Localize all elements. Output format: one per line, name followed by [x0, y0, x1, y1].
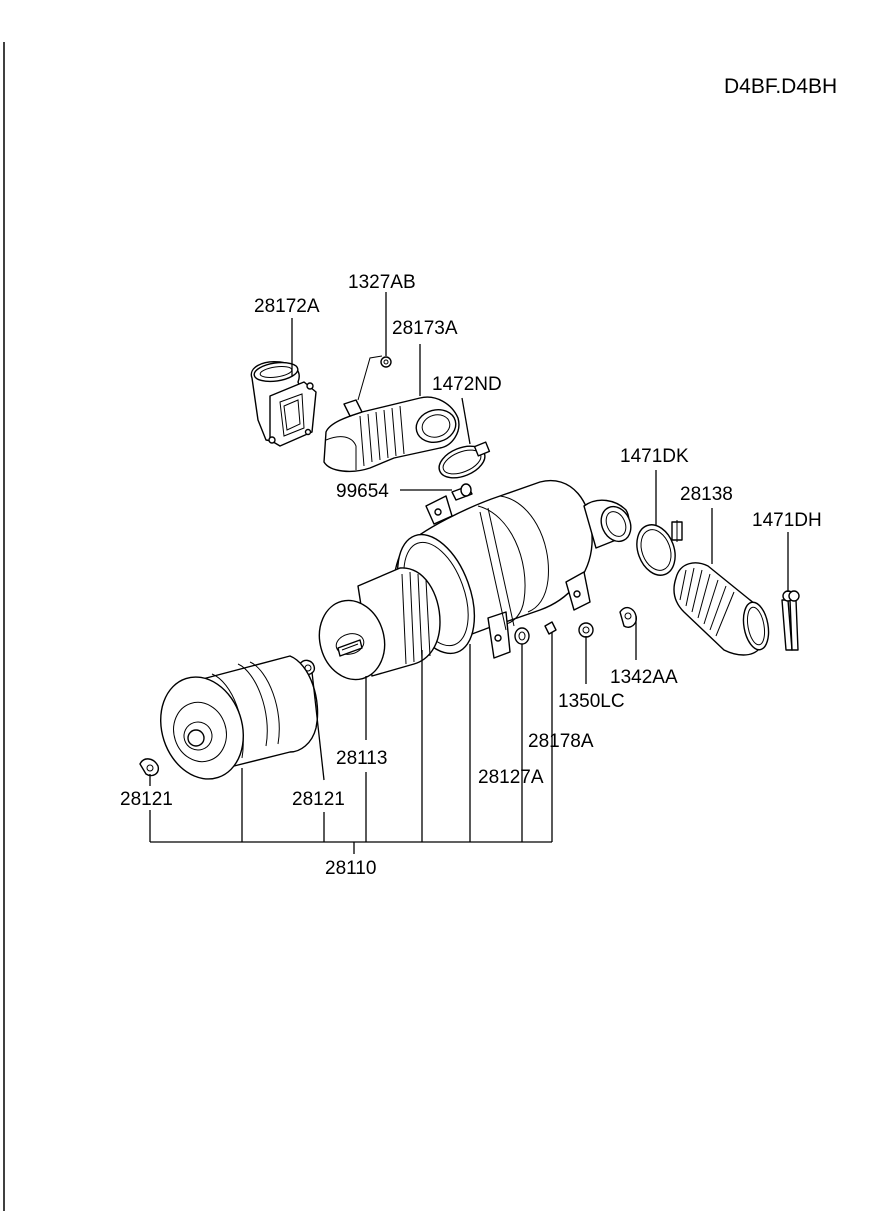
bolt-1327AB [380, 356, 392, 368]
label-28138[interactable]: 28138 [680, 484, 733, 505]
label-28121-mid[interactable]: 28121 [292, 789, 345, 810]
label-28178A[interactable]: 28178A [528, 731, 594, 752]
label-28127A[interactable]: 28127A [478, 767, 544, 788]
label-28121-left[interactable]: 28121 [120, 789, 173, 810]
label-28113[interactable]: 28113 [336, 748, 387, 769]
label-28110[interactable]: 28110 [325, 858, 376, 879]
leader-lines [149, 292, 789, 854]
label-1472ND[interactable]: 1472ND [432, 374, 502, 395]
hose-clamp-1472ND [438, 441, 491, 479]
intake-elbow-28172A [250, 361, 317, 447]
label-1342AA[interactable]: 1342AA [610, 667, 678, 688]
label-28172A[interactable]: 28172A [254, 296, 320, 317]
nut-1350LC [578, 622, 594, 638]
label-28173A[interactable]: 28173A [392, 318, 458, 339]
nut-28127A [514, 627, 530, 645]
label-99654[interactable]: 99654 [336, 481, 389, 502]
hose-28138 [673, 562, 770, 656]
label-1471DH[interactable]: 1471DH [752, 510, 822, 531]
label-1350LC[interactable]: 1350LC [558, 691, 625, 712]
clamp-1471DH [781, 590, 800, 651]
label-1327AB[interactable]: 1327AB [348, 272, 416, 293]
model-code: D4BF.D4BH [724, 75, 837, 98]
wing-nut-28121-left [139, 758, 160, 777]
label-1471DK[interactable]: 1471DK [620, 446, 689, 467]
clip-1342AA [619, 606, 638, 628]
intake-duct-28173A [323, 355, 460, 473]
bolt-99654 [451, 483, 473, 501]
hose-clamp-1471DK [636, 520, 683, 576]
filter-element-28113 [318, 567, 441, 681]
air-cleaner-cover [160, 655, 319, 780]
grommet-28178A [544, 621, 557, 635]
